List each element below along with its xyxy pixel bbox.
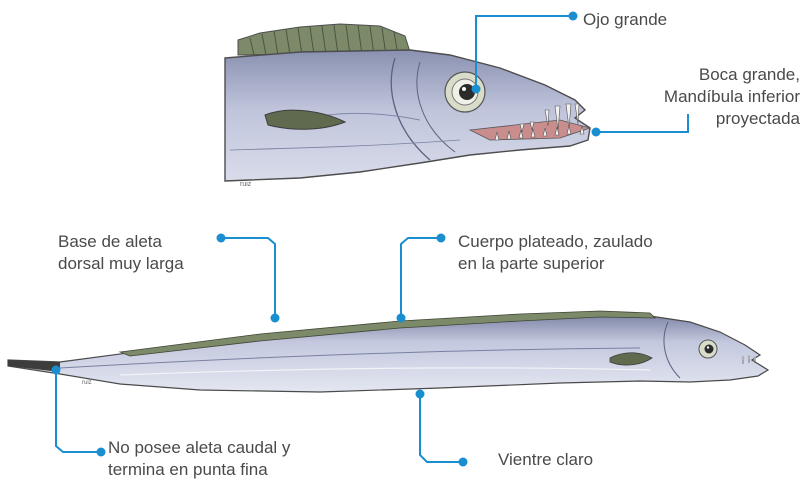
- label-body-line2: en la parte superior: [458, 254, 605, 273]
- dot-caudal-label: [96, 447, 106, 457]
- head-body: [224, 49, 591, 182]
- dot-eye-label: [568, 11, 578, 21]
- label-eye-text: Ojo grande: [583, 10, 668, 29]
- svg-text:ruiz: ruiz: [240, 181, 252, 188]
- label-mouth-line1: Boca grande,: [698, 65, 800, 84]
- label-body: Cuerpo plateado, zaulado en la parte sup…: [458, 231, 653, 275]
- label-caudal-line2: termina en punta fina: [108, 460, 268, 479]
- label-body-line1: Cuerpo plateado, zaulado: [458, 232, 653, 251]
- label-belly: Vientre claro: [498, 449, 593, 471]
- dot-belly: [415, 389, 425, 399]
- upper-teeth: [519, 103, 580, 133]
- label-dorsal-line1: Base de aleta: [58, 232, 162, 251]
- dot-caudal: [51, 365, 61, 375]
- label-mouth: Boca grande, Mandíbula inferior proyecta…: [600, 64, 800, 130]
- label-caudal: No posee aleta caudal y termina en punta…: [108, 437, 290, 481]
- callout-line-caudal: [55, 372, 100, 453]
- callout-lines: [55, 15, 689, 463]
- label-dorsal: Base de aleta dorsal muy larga: [58, 231, 184, 275]
- label-dorsal-line2: dorsal muy larga: [58, 254, 184, 273]
- lower-teeth: [494, 125, 585, 141]
- label-mouth-line2: Mandíbula inferior: [663, 87, 800, 106]
- dot-body: [396, 313, 406, 323]
- callout-dots: [51, 11, 601, 467]
- callout-line-mouth: [598, 114, 689, 133]
- head-pectoral-fin: [264, 109, 347, 130]
- label-belly-text: Vientre claro: [498, 450, 594, 469]
- dot-dorsal-label: [216, 233, 226, 243]
- callout-line-body: [400, 237, 440, 316]
- callout-line-dorsal: [222, 237, 276, 316]
- dot-eye: [471, 84, 481, 94]
- fish-eye: [698, 339, 718, 359]
- full-fish: ruiz: [7, 310, 770, 393]
- label-caudal-line1: No posee aleta caudal y: [108, 438, 291, 457]
- callout-line-belly: [419, 396, 462, 463]
- label-eye: Ojo grande: [583, 9, 667, 31]
- svg-text:ruiz: ruiz: [82, 380, 92, 386]
- fish-pectoral-fin: [609, 352, 653, 366]
- label-mouth-line3: proyectada: [715, 109, 800, 128]
- head-closeup: ruiz: [224, 23, 592, 188]
- dot-dorsal: [270, 313, 280, 323]
- dot-belly-label: [458, 457, 468, 467]
- dot-body-label: [436, 233, 446, 243]
- dot-mouth: [591, 127, 601, 137]
- callout-line-eye: [475, 15, 572, 88]
